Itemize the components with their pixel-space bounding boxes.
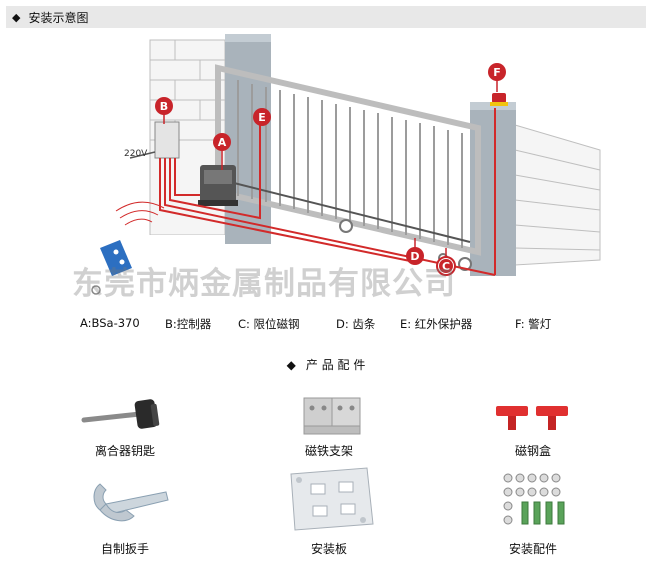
wires xyxy=(159,108,496,276)
marker-f: F xyxy=(488,63,506,92)
part-install-accessories: 安装配件 xyxy=(463,466,603,557)
voltage-label: 220V xyxy=(124,149,148,159)
legend-a: A:BSa-370 xyxy=(80,316,140,330)
part-magnet-box: 磁钢盒 xyxy=(463,392,603,459)
legend-c: C: 限位磁钢 xyxy=(238,317,300,331)
part-label: 安装板 xyxy=(310,542,347,556)
marker-b: B xyxy=(155,97,173,124)
part-key: 离合器钥匙 xyxy=(55,392,195,459)
controller-box xyxy=(154,121,180,159)
key-icon xyxy=(81,399,160,429)
part-label: 磁钢盒 xyxy=(514,444,551,458)
screws-icon xyxy=(503,473,565,525)
installation-diagram: 220V A B C D E xyxy=(40,34,640,300)
marker-e: E xyxy=(253,108,271,126)
mounting-plate-icon xyxy=(290,467,374,531)
part-mounting-plate: 安装板 xyxy=(259,466,399,557)
svg-text:B: B xyxy=(160,100,168,113)
svg-text:C: C xyxy=(442,260,450,273)
power-line xyxy=(129,151,156,159)
magnet-box-icon xyxy=(496,406,568,430)
svg-text:D: D xyxy=(410,250,419,263)
part-label: 自制扳手 xyxy=(100,542,149,556)
parts-title: 产 品 配 件 xyxy=(305,358,366,372)
watermark: 东莞市炳金属制品有限公司 xyxy=(72,266,456,302)
parts-bullet: ◆ xyxy=(286,358,296,372)
part-label: 安装配件 xyxy=(508,542,557,556)
part-label: 磁铁支架 xyxy=(304,444,353,458)
gate-motor xyxy=(198,165,238,206)
marker-d: D xyxy=(406,238,424,265)
warning-light-icon xyxy=(490,93,508,106)
legend-f: F: 警灯 xyxy=(515,317,552,331)
part-label: 离合器钥匙 xyxy=(94,444,155,458)
parts-section-title: ◆ 产 品 配 件 xyxy=(0,356,652,373)
legend-d: D: 齿条 xyxy=(336,317,376,331)
legend-e: E: 红外保护器 xyxy=(400,317,473,331)
sliding-gate xyxy=(215,64,481,271)
bracket-icon xyxy=(303,397,361,435)
remote-control-icon xyxy=(91,201,165,295)
diagram-legend: A:BSa-370 B:控制器 C: 限位磁钢 D: 齿条 E: 红外保护器 F… xyxy=(0,316,652,334)
svg-text:F: F xyxy=(493,66,501,79)
svg-text:A: A xyxy=(218,136,227,149)
right-brick-wall xyxy=(514,124,601,266)
header-bullet: ◆ xyxy=(12,10,21,24)
header-title: 安装示意图 xyxy=(28,10,89,25)
legend-b: B:控制器 xyxy=(165,317,212,331)
marker-c: C xyxy=(436,248,456,276)
wrench-icon xyxy=(93,483,169,522)
section-header: ◆ 安装示意图 xyxy=(6,6,646,28)
part-magnet-bracket: 磁铁支架 xyxy=(259,392,399,459)
marker-a: A xyxy=(213,133,231,170)
svg-text:E: E xyxy=(258,111,266,124)
part-wrench: 自制扳手 xyxy=(55,470,195,557)
